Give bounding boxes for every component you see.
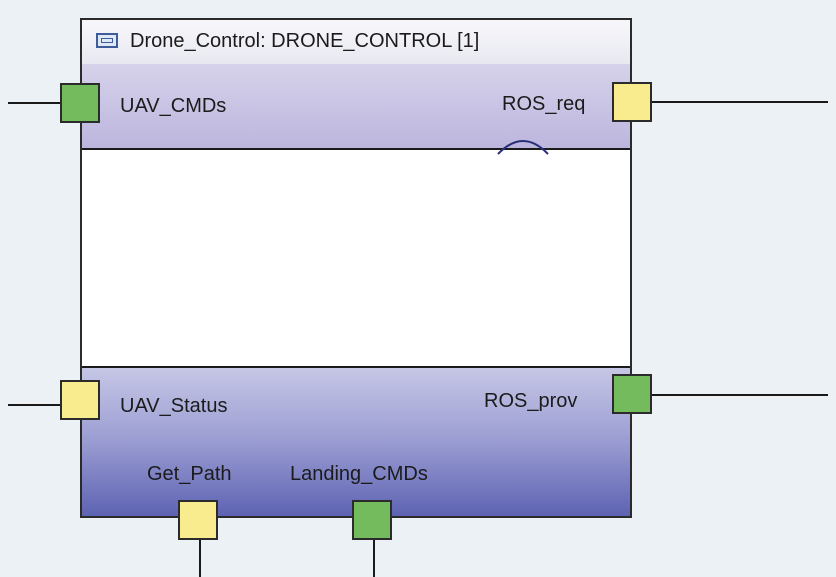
port-get-path[interactable] (178, 500, 218, 540)
port-label-get-path: Get_Path (147, 463, 232, 485)
wire-landing-cmds[interactable] (373, 540, 375, 577)
wire-ros-prov[interactable] (652, 394, 828, 396)
component-body (82, 150, 630, 366)
component-icon (96, 33, 118, 48)
port-uav-status[interactable] (60, 380, 100, 420)
port-ros-req[interactable] (612, 82, 652, 122)
drone-control-component[interactable]: Drone_Control: DRONE_CONTROL [1] (80, 18, 632, 518)
port-label-uav-status: UAV_Status (120, 395, 228, 417)
component-title-bar[interactable]: Drone_Control: DRONE_CONTROL [1] (82, 20, 630, 65)
wire-get-path[interactable] (199, 540, 201, 577)
port-ros-prov[interactable] (612, 374, 652, 414)
wire-uav-cmds[interactable] (8, 102, 60, 104)
port-label-uav-cmds: UAV_CMDs (120, 95, 227, 117)
component-title: Drone_Control: DRONE_CONTROL [1] (130, 30, 480, 52)
interface-arc-icon (497, 140, 549, 155)
required-ports-band (82, 64, 630, 150)
port-label-ros-req: ROS_req (502, 93, 586, 115)
provided-ports-band (82, 366, 630, 516)
port-label-ros-prov: ROS_prov (484, 390, 578, 412)
port-label-landing-cmds: Landing_CMDs (290, 463, 428, 485)
wire-ros-req[interactable] (652, 101, 828, 103)
wire-uav-status[interactable] (8, 404, 60, 406)
port-landing-cmds[interactable] (352, 500, 392, 540)
port-uav-cmds[interactable] (60, 83, 100, 123)
